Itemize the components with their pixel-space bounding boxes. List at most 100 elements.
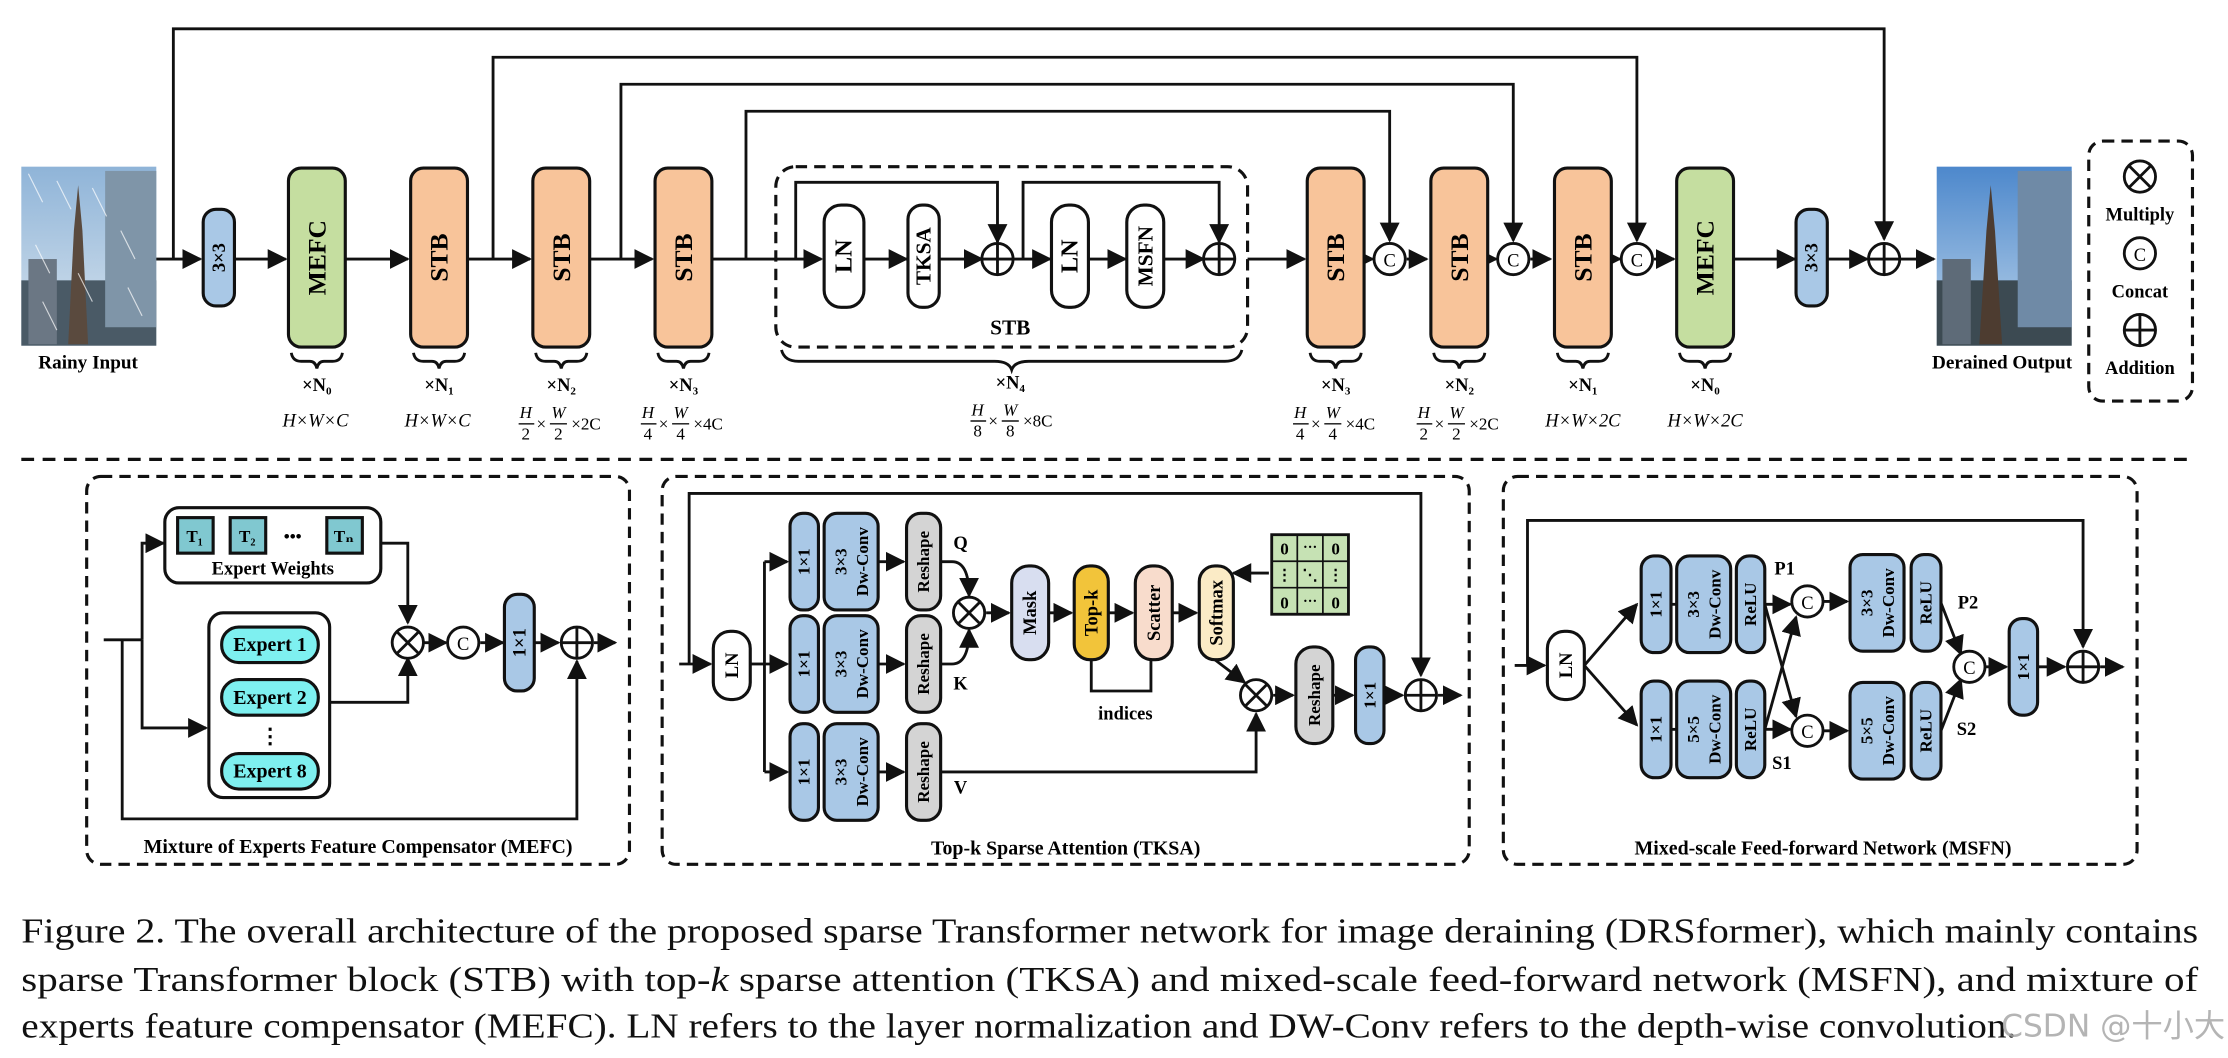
svg-text:1×1: 1×1 bbox=[1360, 682, 1379, 709]
msfn-concat-up: C bbox=[1790, 584, 1825, 619]
stb-dec1-block bbox=[1552, 166, 1613, 349]
v-label: V bbox=[954, 777, 968, 797]
svg-text:1×1: 1×1 bbox=[795, 651, 814, 678]
tksa-softmax-block bbox=[1197, 564, 1235, 662]
svg-text:W: W bbox=[674, 403, 690, 422]
mefc-conv1x1-block bbox=[502, 592, 536, 693]
derained-output-label: Derained Output bbox=[1932, 352, 2073, 373]
rainy-input-image bbox=[21, 166, 157, 346]
svg-text:2: 2 bbox=[554, 424, 563, 443]
dim-half-right: H 2 × W 2 ×2C bbox=[1417, 403, 1499, 443]
msfn-low-conv1x1 bbox=[1639, 679, 1673, 780]
stb-ln1-block bbox=[822, 203, 866, 309]
tksa-qk-multiply-node bbox=[952, 595, 987, 630]
stb-dec3-block bbox=[1305, 166, 1366, 349]
legend-multiply-label: Multiply bbox=[2106, 205, 2176, 225]
svg-text:STB: STB bbox=[1568, 233, 1597, 281]
count-n1-left: ×N₁ bbox=[424, 375, 453, 395]
addition-legend-icon bbox=[2122, 313, 2157, 348]
svg-text:STB: STB bbox=[425, 233, 454, 281]
svg-text:W: W bbox=[1326, 403, 1342, 422]
svg-text:1×1: 1×1 bbox=[1647, 591, 1666, 618]
svg-text:0: 0 bbox=[1280, 540, 1289, 559]
msfn-up-dwconv3 bbox=[1675, 554, 1733, 655]
conv3x3-out-block bbox=[1794, 207, 1829, 308]
svg-text:3×3: 3×3 bbox=[1684, 591, 1703, 618]
svg-text:LN: LN bbox=[831, 239, 858, 273]
svg-text:2: 2 bbox=[1452, 424, 1461, 443]
k-label: K bbox=[953, 674, 968, 694]
svg-text:C: C bbox=[1507, 250, 1519, 270]
svg-text:ReLU: ReLU bbox=[1741, 583, 1760, 627]
svg-text:C: C bbox=[2134, 245, 2146, 265]
svg-text:STB: STB bbox=[1321, 233, 1350, 281]
architecture-row: Rainy Input Derained Output bbox=[21, 27, 2195, 443]
svg-text:H: H bbox=[1417, 403, 1432, 422]
tksa-panel: LN 1×1 3×3 Dw-Conv Reshape Q 1×1 3×3 Dw-… bbox=[660, 474, 1471, 866]
svg-text:Scatter: Scatter bbox=[1144, 585, 1164, 641]
dim-hw2c-2: H×W×2C bbox=[1667, 411, 1744, 431]
svg-text:···: ··· bbox=[1303, 594, 1317, 610]
count-n4: ×N₄ bbox=[996, 372, 1026, 392]
svg-text:ReLU: ReLU bbox=[1917, 709, 1936, 753]
tksa-out-reshape bbox=[1294, 645, 1335, 746]
p1-label: P1 bbox=[1774, 558, 1795, 578]
msfn-low-dwconv5 bbox=[1675, 679, 1733, 780]
svg-text:•••: ••• bbox=[284, 527, 302, 546]
svg-text:4: 4 bbox=[1296, 424, 1305, 443]
svg-text:ReLU: ReLU bbox=[1917, 581, 1936, 625]
svg-text:Dw-Conv: Dw-Conv bbox=[1879, 568, 1898, 638]
svg-text:Reshape: Reshape bbox=[914, 530, 933, 592]
svg-text:0: 0 bbox=[1331, 540, 1340, 559]
svg-text:2: 2 bbox=[521, 424, 530, 443]
svg-text:×2C: ×2C bbox=[1469, 415, 1499, 434]
q-label: Q bbox=[953, 533, 967, 553]
svg-text:×8C: ×8C bbox=[1023, 412, 1053, 431]
legend-addition-label: Addition bbox=[2105, 358, 2175, 378]
svg-text:8: 8 bbox=[973, 422, 982, 441]
tksa-ln-block bbox=[711, 629, 752, 702]
underbraces bbox=[289, 352, 1733, 369]
svg-text:TKSA: TKSA bbox=[912, 227, 936, 286]
svg-text:Top-k: Top-k bbox=[1081, 589, 1101, 636]
svg-text:0: 0 bbox=[1331, 594, 1340, 613]
msfn-concat-final: C bbox=[1952, 649, 1987, 684]
tksa-panel-title: Top-k Sparse Attention (TKSA) bbox=[931, 837, 1200, 859]
count-n3-right: ×N₃ bbox=[1321, 375, 1351, 395]
rainy-input-label: Rainy Input bbox=[38, 352, 138, 373]
token-t2-block bbox=[228, 516, 268, 555]
legend-concat-label: Concat bbox=[2112, 281, 2169, 301]
svg-text:Reshape: Reshape bbox=[1305, 664, 1324, 726]
svg-text:2: 2 bbox=[1419, 424, 1428, 443]
stb-add-node-1 bbox=[980, 241, 1015, 277]
svg-text:×: × bbox=[659, 415, 669, 434]
svg-text:Dw-Conv: Dw-Conv bbox=[1879, 696, 1898, 766]
svg-text:Expert 1: Expert 1 bbox=[233, 634, 306, 656]
svg-text:0: 0 bbox=[1280, 594, 1289, 613]
svg-text:3×3: 3×3 bbox=[832, 548, 851, 575]
svg-text:×4C: ×4C bbox=[693, 415, 723, 434]
svg-text:H: H bbox=[1293, 403, 1308, 422]
svg-text:C: C bbox=[1631, 250, 1643, 270]
svg-text:LN: LN bbox=[1056, 239, 1083, 273]
svg-text:⋮: ⋮ bbox=[1277, 567, 1293, 584]
msfn-out-conv1x1 bbox=[2007, 616, 2040, 717]
conv3x3-in-block bbox=[201, 207, 237, 308]
svg-text:8: 8 bbox=[1006, 422, 1015, 441]
p2-label: P2 bbox=[1958, 593, 1979, 613]
svg-text:T₁: T₁ bbox=[186, 527, 202, 546]
msfn-up-conv1x1 bbox=[1639, 554, 1673, 655]
msfn-up-dwconv3b bbox=[1848, 553, 1906, 653]
stb-group-label: STB bbox=[990, 315, 1030, 339]
svg-text:Softmax: Softmax bbox=[1206, 579, 1226, 645]
multiply-legend-icon bbox=[2122, 159, 2157, 194]
svg-text:Reshape: Reshape bbox=[914, 633, 933, 695]
svg-text:···: ··· bbox=[1303, 540, 1317, 556]
stb-ln2-block bbox=[1049, 203, 1090, 309]
msfn-ln-block bbox=[1545, 629, 1586, 702]
expert-1-block bbox=[220, 625, 320, 665]
svg-text:1×1: 1×1 bbox=[2014, 653, 2033, 680]
svg-text:H: H bbox=[641, 403, 656, 422]
msfn-panel: LN 1×1 3×3 Dw-Conv ReLU P1 1×1 5×5 Dw-Co… bbox=[1501, 474, 2139, 866]
mefc-panel: T₁ T₂ ••• Tₙ Expert Weights Expert 1 Exp… bbox=[85, 474, 632, 866]
